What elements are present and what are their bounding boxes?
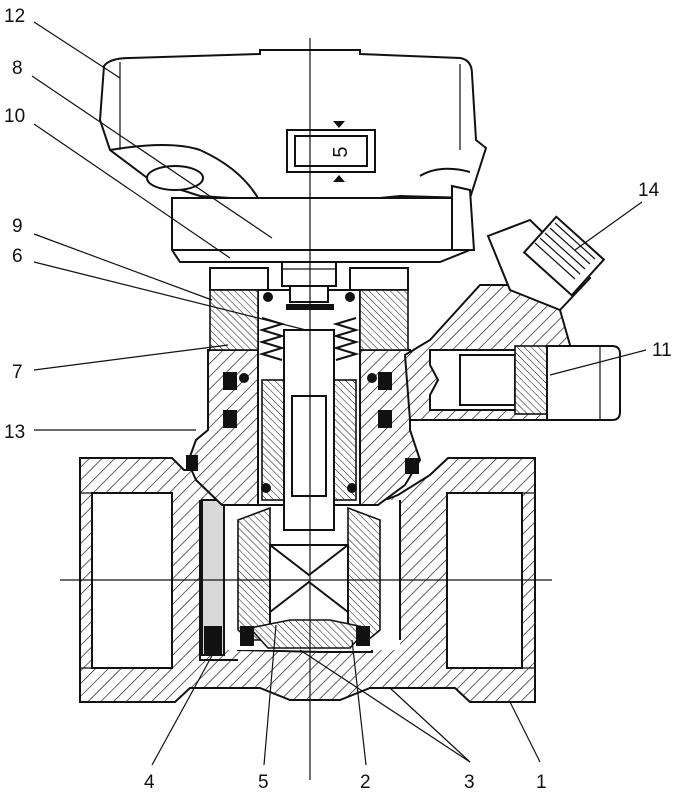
callout-11: 11 bbox=[652, 340, 672, 361]
indicator-value: 5 bbox=[330, 146, 352, 157]
callout-13: 13 bbox=[4, 422, 25, 443]
leader-lines bbox=[31, 21, 647, 766]
callout-12: 12 bbox=[4, 6, 25, 27]
measuring-nipple bbox=[429, 345, 621, 421]
callout-4: 4 bbox=[144, 772, 155, 793]
callout-14: 14 bbox=[638, 180, 660, 201]
callout-1: 1 bbox=[536, 772, 547, 793]
callout-6: 6 bbox=[12, 246, 23, 267]
callout-5: 5 bbox=[258, 772, 269, 793]
cartridge-insert bbox=[239, 227, 377, 531]
indicator-window: 5 bbox=[286, 121, 376, 182]
callout-2: 2 bbox=[360, 772, 371, 793]
bonnet-flange bbox=[209, 267, 409, 351]
callout-labels: 12 8 10 9 6 7 13 14 11 4 5 2 3 1 bbox=[4, 6, 672, 793]
drain-cap bbox=[486, 215, 606, 312]
callout-3: 3 bbox=[464, 772, 475, 793]
callout-10: 10 bbox=[4, 106, 25, 127]
spring bbox=[258, 317, 360, 361]
callout-8: 8 bbox=[12, 58, 23, 79]
callout-7: 7 bbox=[12, 362, 23, 383]
callout-9: 9 bbox=[12, 216, 23, 237]
handwheel-cap: 5 bbox=[98, 49, 488, 263]
valve-plug bbox=[237, 506, 381, 649]
